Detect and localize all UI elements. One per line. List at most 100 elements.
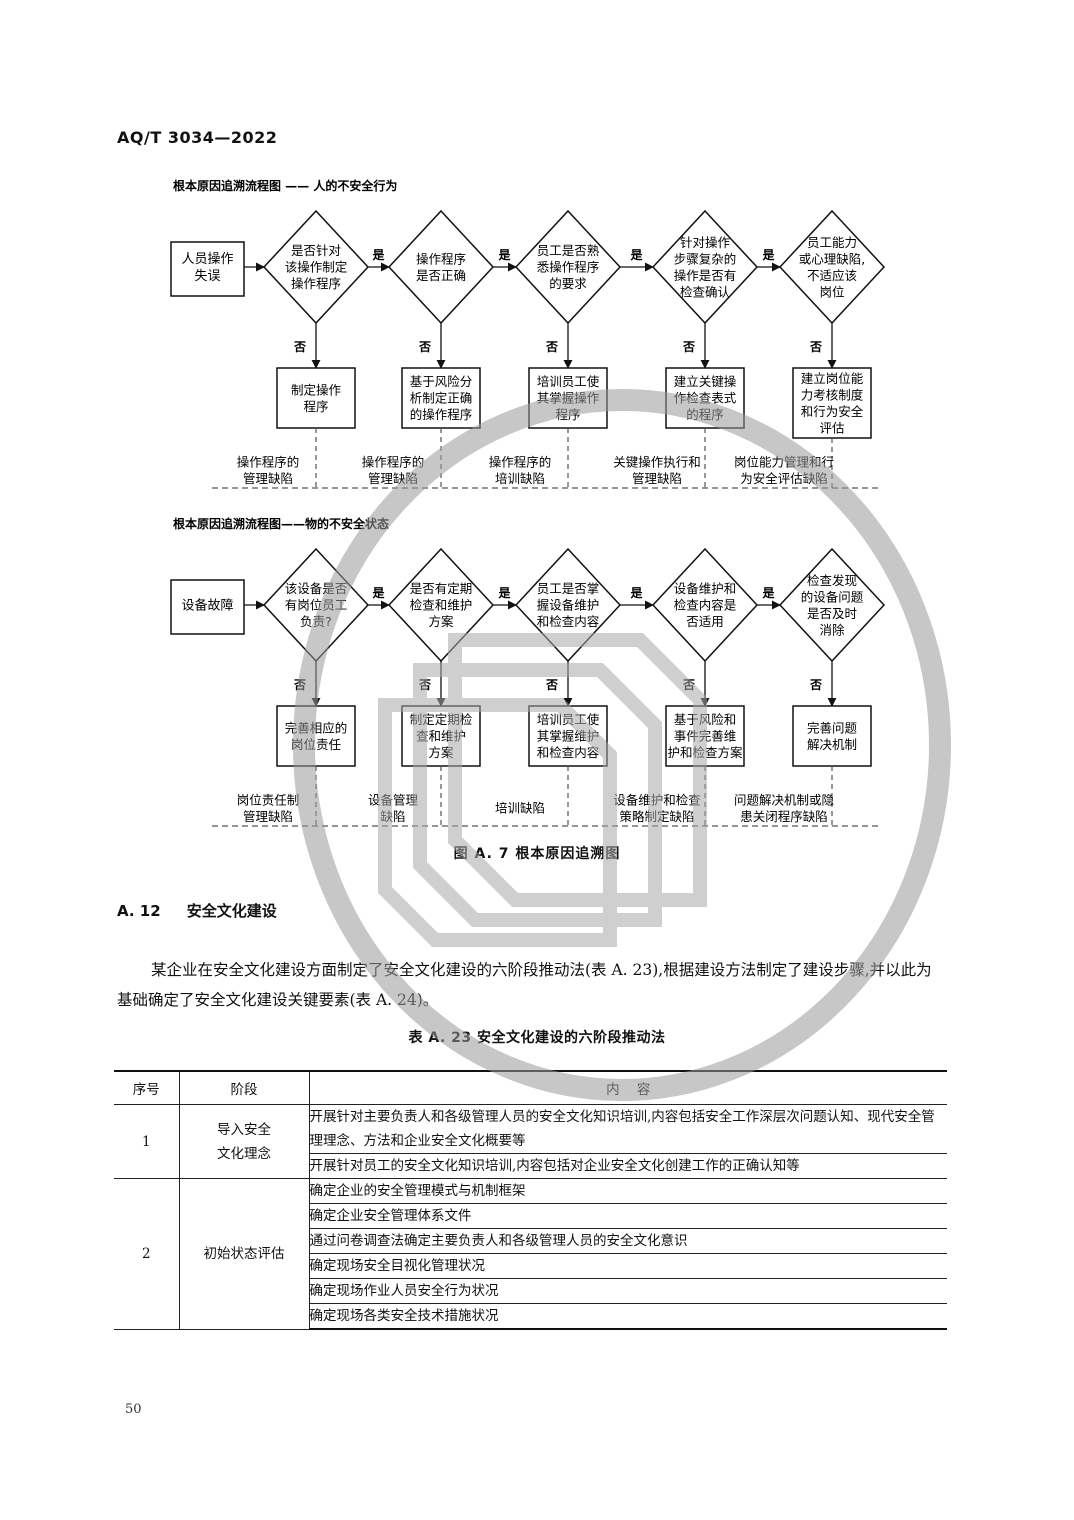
flow1-action-text-line: 基于风险分 [410,374,473,389]
flow1-action-text-line: 程序 [303,399,328,414]
flow1-action-text-line: 培训员工使 [537,374,600,389]
flow2-decision-text-line: 握设备维护 [537,598,600,613]
row-content: 通过问卷调查法确定主要负责人和各级管理人员的安全文化意识 [309,1228,947,1254]
flow2-action-text: 基于风险和事件完善维护和检查方案 [667,712,743,760]
flow2-defect-text-line: 患关闭程序缺陷 [740,809,828,824]
flow2-defect-text-line: 缺陷 [380,809,405,824]
flow1-defect-text: 关键操作执行和管理缺陷 [613,454,701,486]
table-row: 确定现场安全目视化管理状况 [114,1253,947,1279]
header-content: 内 容 [308,1070,947,1105]
flow1-action-text-line: 的程序 [686,407,724,422]
row-content: 确定现场作业人员安全行为状况 [309,1278,947,1304]
flow2-defect-text-line: 问题解决机制或隐 [734,792,834,807]
flow2-yes-label: 是 [761,586,775,600]
flow2-defect-text: 培训缺陷 [495,801,545,816]
flow2-defect-text-line: 培训缺陷 [495,801,545,816]
flow1-decision-text-line: 针对操作 [680,235,731,250]
flow2-decision-text-line: 方案 [428,614,454,629]
flow1-defect-text: 岗位能力管理和行为安全评估缺陷 [734,454,834,486]
flow1-decision-text-line: 是否正确 [416,268,466,283]
flow1-decision-text-line: 操作程序 [416,251,466,266]
flow1-defect-text: 操作程序的管理缺陷 [362,454,425,486]
flow1-defect-text-line: 管理缺陷 [368,471,418,486]
flow1-decision-text-line: 员工是否熟 [537,243,600,258]
flow1-defect-text-line: 操作程序的 [489,454,552,469]
row-stage: 初始状态评估 [178,1178,310,1330]
flow1-defect-text-line: 操作程序的 [362,454,425,469]
flow1-action-text-line: 的操作程序 [410,407,473,422]
flow1-decision-text-line: 操作程序 [291,276,341,291]
flow2-decision-text-line: 和检查内容 [537,614,600,629]
row-content: 确定现场各类安全技术措施状况 [309,1303,947,1330]
row-number: 1 [114,1104,180,1179]
flow2-defect-text: 设备管理缺陷 [368,792,419,824]
flow1-decision-text-line: 步骤复杂的 [674,251,737,266]
flow2-no-label: 否 [682,678,695,692]
flow2-action-text-line: 方案 [428,745,454,760]
flow1-defect-text-line: 管理缺陷 [243,471,293,486]
root-cause-flowchart: 根本原因追溯流程图 —— 人的不安全行为人员操作失误是否针对该操作制定操作程序是… [170,178,886,827]
flow2-action-text-line: 基于风险和 [674,712,737,727]
flow2-start-text: 设备故障 [181,598,233,614]
flow1-decision-text-line: 悉操作程序 [537,260,600,275]
flow1-decision-text-line: 岗位 [819,284,844,299]
flow1-decision-text-line: 的要求 [549,276,587,291]
flow2-decision-text-line: 设备维护和 [674,581,737,596]
row-content: 确定现场安全目视化管理状况 [309,1253,947,1279]
flow1-yes-label: 是 [497,248,511,262]
flow1-yes-label: 是 [371,248,385,262]
flow1-defect-text-line: 岗位能力管理和行 [734,454,834,469]
flow1-no-label: 否 [418,340,431,354]
flow1-decision-text: 员工是否熟悉操作程序的要求 [537,243,600,291]
flow2-decision-text-line: 检查和维护 [410,598,473,613]
flow1-action-text-line: 建立岗位能 [801,371,864,386]
flow2-no-label: 否 [418,678,431,692]
flow2-decision-text-line: 的设备问题 [801,589,864,604]
flow1-decision-text-line: 操作是否有 [674,268,737,283]
flow1-start-text-line: 失误 [194,269,220,284]
flow2-start-text-line: 设备故障 [181,598,233,614]
flow2-defect-text-line: 岗位责任制 [237,792,300,807]
flow1-action-text-line: 作检查表式 [674,391,737,406]
flow2-action-text-line: 岗位责任 [291,737,341,752]
flow1-no-label: 否 [545,340,558,354]
document-code: AQ/T 3034—2022 [117,128,278,147]
flow1-defect-text-line: 操作程序的 [237,454,300,469]
flow1-decision-text-line: 是否针对 [291,243,341,258]
flow1-start-text: 人员操作失误 [181,251,233,284]
figure-caption: 图 A. 7 根本原因追溯图 [453,846,621,862]
flow2-defect-text-line: 设备管理 [368,792,419,807]
row-content: 确定企业安全管理体系文件 [309,1203,947,1229]
flow1-action-text-line: 力考核制度 [801,387,864,402]
flow2-action-text-line: 事件完善维 [674,729,737,744]
flow1-decision-text: 操作程序是否正确 [416,251,466,283]
flow2-decision-text-line: 员工是否掌 [537,581,600,596]
flow2-action-text-line: 培训员工使 [537,712,600,727]
row-content: 开展针对员工的安全文化知识培训,内容包括对企业安全文化创建工作的正确认知等 [309,1153,947,1179]
flow1-no-label: 否 [682,340,695,354]
flow1-decision-text: 员工能力或心理缺陷,不适应该岗位 [799,235,865,300]
row-content: 确定企业的安全管理模式与机制框架 [308,1178,947,1204]
paragraph-text: 某企业在安全文化建设方面制定了安全文化建设的六阶段推动法(表 A. 23),根据… [117,961,932,1009]
flow2-yes-label: 是 [629,586,643,600]
flow2-yes-label: 是 [497,586,511,600]
flow1-defect-text-line: 为安全评估缺陷 [740,471,828,486]
flow1-defect-text-line: 培训缺陷 [495,471,545,486]
flow2-decision-text-line: 否适用 [686,614,724,629]
flow1-action-text-line: 析制定正确 [410,391,473,406]
section-title: 安全文化建设 [186,902,277,920]
flow2-defect-text: 问题解决机制或隐患关闭程序缺陷 [734,792,834,824]
flow2-action-text-line: 护和检查方案 [667,745,743,760]
flow2-decision-text-line: 是否有定期 [410,581,473,596]
flow1-action-text-line: 和行为安全 [801,404,864,419]
flow2-action-text-line: 制定定期检 [410,712,473,727]
flow2-no-label: 否 [293,678,306,692]
flow2-decision-text-line: 是否及时 [807,606,858,621]
body-paragraph: 某企业在安全文化建设方面制定了安全文化建设的六阶段推动法(表 A. 23),根据… [117,955,945,1015]
header-stage: 阶段 [178,1070,310,1105]
table-row: 确定现场各类安全技术措施状况 [114,1303,947,1330]
flow1-action-text-line: 程序 [555,407,580,422]
flow1-defect-text: 操作程序的培训缺陷 [489,454,552,486]
row-stage: 导入安全文化理念 [178,1104,310,1179]
